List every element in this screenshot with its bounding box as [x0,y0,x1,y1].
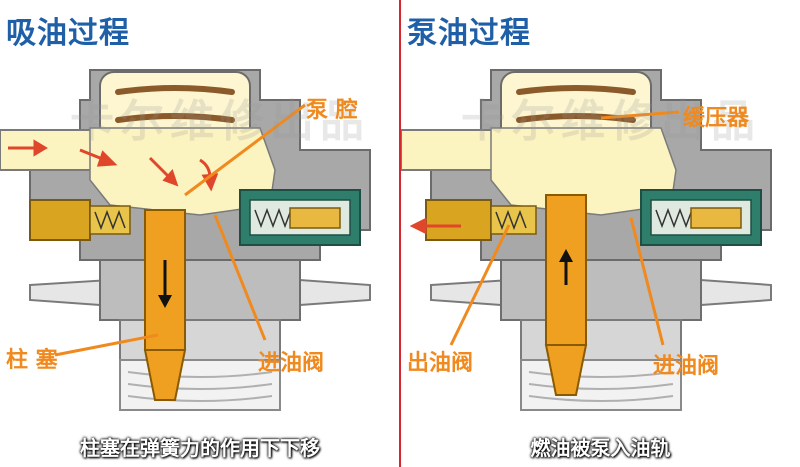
label-pump-chamber: 泵 腔 [306,98,358,123]
left-pump-diagram [0,69,371,411]
watermark: 卡尔维修出品 [70,96,370,147]
left-panel: 卡尔维修出品 吸油过程 泵 腔 柱 塞 进油阀 柱塞在弹簧力的作用下下移 [0,16,371,460]
label-inlet-valve: 进油阀 [653,354,720,379]
label-inlet-valve: 进油阀 [258,351,325,376]
label-plunger: 柱 塞 [6,348,58,373]
page-title: 泵油过程 [407,16,531,51]
label-damper: 缓压器 [683,106,750,131]
panel-divider [399,0,401,467]
page-title: 吸油过程 [6,16,130,51]
caption: 柱塞在弹簧力的作用下下移 [80,436,320,460]
caption: 燃油被泵入油轨 [530,436,671,460]
label-outlet-valve: 出油阀 [407,351,474,376]
right-panel: 卡尔维修出品 泵油过程 缓压器 出油阀 进油阀 燃油被泵入油轨 [401,0,800,467]
right-pump-diagram [401,69,772,411]
watermark: 卡尔维修出品 [461,96,761,147]
